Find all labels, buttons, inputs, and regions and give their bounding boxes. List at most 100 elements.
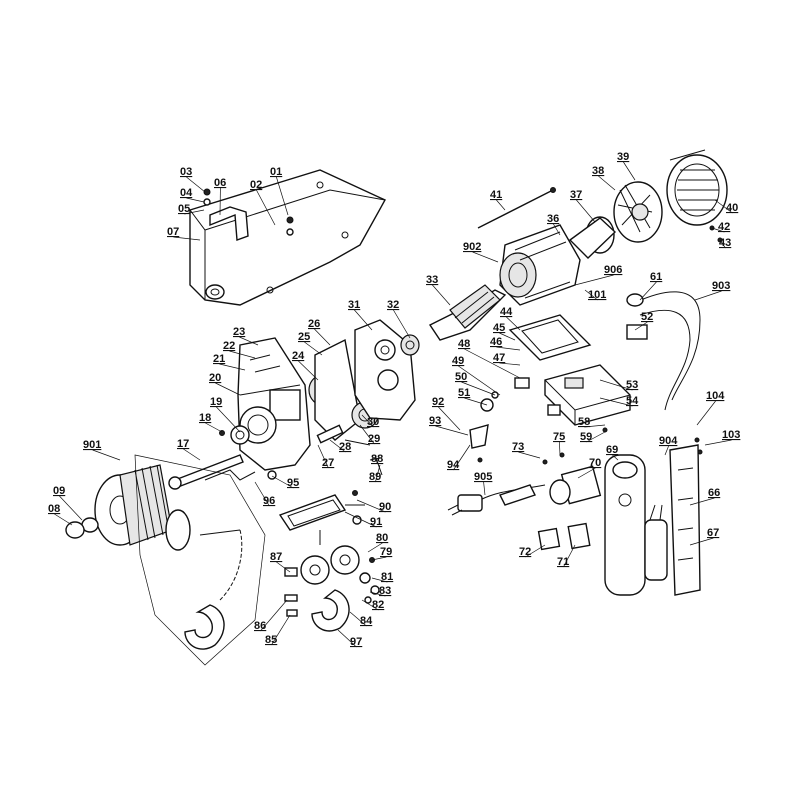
part-number-label: 104 (706, 390, 725, 402)
part-number-label: 43 (719, 237, 731, 249)
part-number-label: 901 (83, 439, 101, 451)
leader-line (458, 365, 501, 396)
leader-line (499, 362, 521, 366)
part-number-label: 39 (617, 151, 629, 163)
part-number-label: 24 (292, 350, 305, 362)
pulley-hook (311, 589, 350, 632)
part-number-label: 81 (381, 571, 393, 583)
leader-line (559, 441, 561, 456)
part-number-label: 06 (214, 177, 226, 189)
leader-line (499, 332, 516, 341)
part-number-label: 33 (426, 274, 438, 286)
leader-line (634, 321, 648, 331)
part-number-label: 54 (626, 395, 639, 407)
leader-line (239, 336, 259, 346)
leader-line (229, 350, 256, 359)
leader-line (393, 309, 411, 339)
leader-line (276, 561, 291, 573)
part-number-label: 30 (367, 416, 379, 428)
motor-leads (626, 291, 701, 411)
leader-line (216, 406, 241, 433)
small-hardware (204, 225, 723, 617)
part-number-label: 93 (429, 415, 441, 427)
part-number-label: 18 (199, 412, 211, 424)
part-number-label: 49 (452, 355, 464, 367)
leader-line (612, 454, 619, 461)
leader-line (599, 397, 633, 407)
part-number-label: 903 (712, 280, 730, 292)
leader-line (563, 544, 576, 568)
leader-line (329, 439, 346, 453)
leader-line (584, 424, 606, 428)
part-number-label: 52 (641, 311, 653, 323)
leader-line (664, 445, 669, 456)
leader-line (483, 481, 486, 496)
cable-drum (65, 464, 191, 551)
part-number-label: 92 (432, 396, 444, 408)
part-number-label: 45 (493, 322, 505, 334)
leader-line (173, 236, 201, 241)
part-number-label: 71 (557, 556, 569, 568)
leader-line (359, 424, 375, 445)
switch-housing (669, 444, 701, 596)
leader-line (599, 379, 633, 391)
part-number-label: 41 (490, 189, 502, 201)
part-number-label: 31 (348, 299, 360, 311)
leader-line (356, 499, 386, 513)
part-number-label: 22 (223, 340, 235, 352)
handle-bracket (278, 494, 365, 531)
part-number-label: 61 (650, 271, 662, 283)
leader-line (453, 444, 471, 471)
part-number-label: 84 (360, 615, 373, 627)
leader-line (183, 448, 201, 461)
leader-line (260, 599, 288, 632)
leader-line (54, 513, 73, 526)
leader-line (711, 227, 725, 233)
gear-housing (230, 337, 311, 471)
leader-line (461, 381, 496, 396)
leader-line (553, 223, 561, 236)
part-number-label: 58 (578, 416, 590, 428)
part-number-label: 05 (178, 203, 190, 215)
part-number-label: 28 (339, 441, 351, 453)
part-number-label: 96 (263, 495, 275, 507)
part-number-label: 07 (167, 226, 179, 238)
leader-line (254, 481, 270, 507)
part-number-label: 95 (287, 477, 299, 489)
end-bell (568, 216, 617, 259)
leader-line (271, 614, 291, 646)
pushbutton-switch (537, 465, 602, 551)
leader-line (369, 591, 386, 597)
leader-line (337, 629, 357, 648)
part-number-label: 25 (298, 331, 310, 343)
leader-line (304, 341, 323, 356)
rotor (428, 281, 521, 341)
part-number-label: 82 (372, 599, 384, 611)
part-number-label: 46 (490, 336, 502, 348)
part-number-label: 19 (210, 396, 222, 408)
part-number-label: 904 (659, 435, 678, 447)
part-number-label: 40 (726, 202, 738, 214)
leader-line (438, 406, 461, 431)
leader-line (186, 197, 205, 203)
part-number-label: 08 (48, 503, 60, 515)
leader-line (586, 431, 606, 443)
part-number-label: 902 (463, 241, 481, 253)
tie-rod (477, 187, 556, 229)
leader-line (344, 511, 377, 528)
leader-line (623, 161, 636, 181)
fan-cover (666, 149, 728, 226)
leader-line (576, 199, 596, 223)
part-number-label: 47 (493, 352, 505, 364)
part-number-label: 69 (606, 444, 618, 456)
leader-line (472, 251, 499, 263)
part-number-label: 73 (512, 441, 524, 453)
leader-line (298, 360, 319, 381)
part-number-label: 70 (589, 457, 601, 469)
part-number-label: 38 (592, 165, 604, 177)
part-number-label: 86 (254, 620, 266, 632)
part-number-label: 17 (177, 438, 189, 450)
power-cord (447, 484, 546, 516)
part-number-label: 04 (180, 187, 193, 199)
